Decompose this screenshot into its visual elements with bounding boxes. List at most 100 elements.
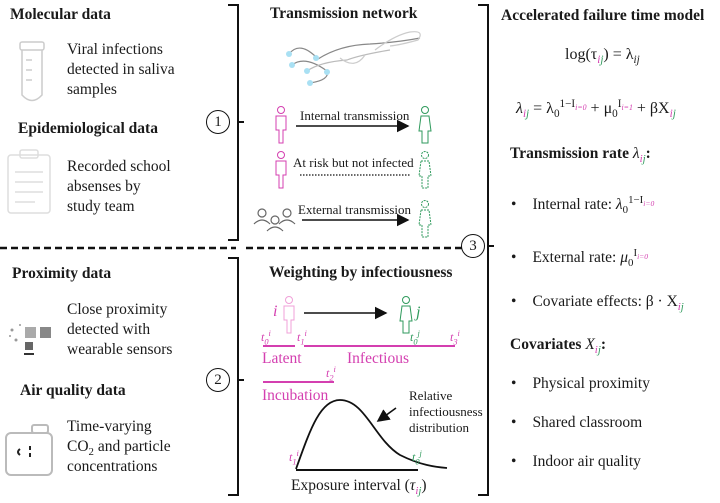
infector-person-icon — [283, 296, 295, 334]
latent-label: Latent — [262, 350, 302, 367]
t-symbol: t — [289, 450, 293, 464]
wearable-sensor-icon — [9, 324, 51, 355]
text-fragment: : — [645, 145, 651, 162]
tau-symbol: τ — [409, 477, 416, 494]
superscript: i — [304, 329, 307, 338]
subscript: 0 — [415, 457, 420, 467]
source-person-icon — [275, 151, 287, 189]
math-fragment: log(τ — [565, 46, 598, 63]
infectious-label: Infectious — [347, 350, 409, 367]
index-i: i — [633, 54, 637, 67]
condition: i=1 — [621, 102, 633, 112]
superscript: 1−I — [628, 193, 644, 206]
co2-subscript: 2 — [88, 446, 94, 459]
t0j-label: t0j — [410, 329, 420, 347]
log-tau-equation: log(τij) = λij — [565, 46, 640, 67]
covariate-label: Physical proximity — [532, 375, 650, 392]
math-fragment: = λ — [529, 100, 554, 117]
covariate-item: •Shared classroom — [511, 413, 642, 433]
bullet: • — [511, 249, 517, 266]
molecular-data-description: Viral infections detected in saliva samp… — [67, 40, 175, 100]
index-i: i — [415, 485, 419, 498]
text-fragment: External rate: — [532, 249, 621, 266]
lambda-equation: λij = λ01−Ii=0 + μ0Ii=1 + βXij — [516, 97, 676, 121]
t3i-label: t3i — [450, 329, 460, 347]
text-line: detected with — [67, 321, 151, 338]
text-fragment: Covariates — [510, 336, 586, 353]
exposure-interval-label: Exposure interval (τij) — [291, 476, 427, 498]
index-i: i — [594, 344, 598, 357]
bullet: • — [511, 293, 517, 310]
superscript: i — [268, 329, 271, 338]
infector-label: i — [273, 303, 278, 320]
bracket-3 — [478, 4, 494, 496]
proximity-data-heading: Proximity data — [12, 265, 112, 282]
covariate-item: • Indoor air quality — [511, 452, 641, 472]
subscript: 0 — [612, 108, 618, 121]
t-symbol: t — [261, 330, 265, 344]
step-marker-1: 1 — [206, 110, 230, 134]
text-fragment: ) — [421, 477, 427, 494]
step-marker-3: 3 — [461, 234, 485, 258]
aft-model-title: Accelerated failure time model — [501, 7, 705, 24]
t-symbol: t — [450, 330, 454, 344]
math-fragment: + βX — [632, 100, 670, 117]
bracket-2 — [228, 257, 244, 496]
text-line: study team — [67, 198, 135, 215]
text-fragment: Transmission rate — [510, 145, 633, 162]
text-line: absenses by — [67, 178, 141, 195]
subscript: 1 — [292, 457, 297, 467]
t-symbol: t — [326, 366, 330, 380]
superscript: i — [333, 365, 336, 374]
text-line: wearable sensors — [67, 341, 173, 358]
subscript: 0 — [413, 337, 418, 347]
index-j: j — [680, 301, 684, 314]
epidemiological-data-heading: Epidemiological data — [18, 120, 158, 137]
test-tube-icon — [19, 41, 45, 102]
condition: i=0 — [575, 102, 587, 112]
index-i: i — [597, 54, 601, 67]
t-symbol: t — [410, 330, 414, 344]
t-symbol: t — [412, 450, 416, 464]
bullet: • — [511, 414, 517, 431]
air-quality-data-description: Time-varying CO2 and particle concentrat… — [67, 417, 171, 477]
math-fragment: X — [585, 336, 595, 353]
covariate-label: Indoor air quality — [532, 453, 641, 470]
math-fragment: λ — [615, 196, 623, 213]
text-line: Relative — [409, 388, 453, 403]
math-fragment: + μ — [586, 100, 613, 117]
t0j-curve-label: t0j — [412, 449, 422, 467]
subscript: 1 — [300, 337, 305, 347]
math-fragment: ) = λ — [603, 46, 634, 63]
text-line: CO2 and particle — [67, 437, 171, 459]
superscript: j — [419, 449, 422, 458]
subscript: 2 — [329, 373, 334, 383]
transmission-rate-heading: Transmission rate λij: — [510, 145, 651, 166]
text-fragment: Exposure interval ( — [291, 477, 410, 494]
index-j: j — [672, 108, 676, 121]
air-quality-monitor-icon — [5, 424, 53, 476]
step-marker-2: 2 — [206, 368, 230, 392]
text-fragment: Internal rate: — [532, 196, 616, 213]
index-j: j — [600, 54, 604, 67]
curve-pointer-arrow — [376, 407, 397, 422]
index-i: i — [639, 153, 643, 166]
index-i: i — [669, 108, 673, 121]
target-person-icon — [418, 200, 432, 238]
math-fragment: μ — [620, 249, 629, 266]
target-person-icon — [418, 106, 432, 144]
index-j: j — [418, 485, 422, 498]
subscript: 0 — [264, 337, 269, 347]
curve-label: Relative infectiousness distribution — [409, 388, 483, 436]
condition: i=0 — [637, 252, 649, 261]
subscript: 3 — [453, 337, 458, 347]
superscript: 1−I — [559, 97, 576, 110]
index-i: i — [677, 301, 681, 314]
bullet: • — [511, 196, 517, 213]
text-line: distribution — [409, 420, 469, 435]
internal-transmission-label: Internal transmission — [300, 108, 410, 123]
bullet: • — [511, 453, 517, 470]
infectiousness-curve — [295, 399, 448, 470]
bracket-1 — [228, 4, 244, 241]
subscript: 0 — [628, 257, 634, 270]
